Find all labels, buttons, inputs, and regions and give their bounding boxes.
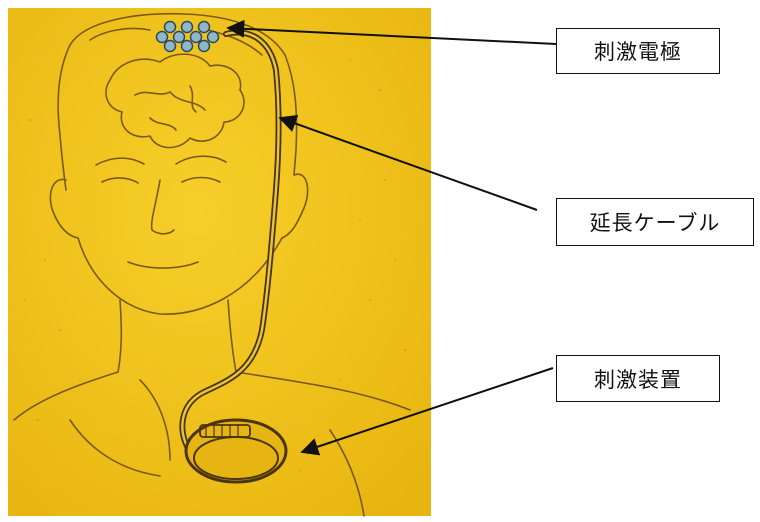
- arrow-to-stimulator: [300, 367, 554, 456]
- paper-texture: [24, 59, 412, 481]
- label-extension-cable: 延長ケーブル: [556, 198, 754, 246]
- extension-cable-drawing: [179, 29, 282, 451]
- arrow-to-electrode: [226, 19, 557, 45]
- person-sketch: [13, 12, 411, 517]
- label-stimulation-electrode: 刺激電極: [556, 28, 720, 74]
- electrode-cluster-drawing: [155, 20, 220, 53]
- stimulator-device-drawing: [184, 418, 288, 484]
- arrow-to-cable: [278, 114, 538, 211]
- label-stimulator-device: 刺激装置: [556, 355, 720, 402]
